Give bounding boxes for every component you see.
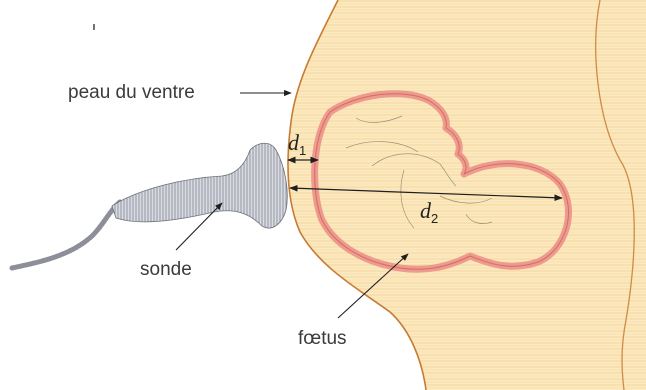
probe-body <box>112 143 287 228</box>
probe-cable <box>12 202 120 268</box>
fetus-label: fœtus <box>298 328 347 349</box>
d2-index: 2 <box>431 211 438 226</box>
d1-index: 1 <box>299 143 306 158</box>
skin-label: peau du ventre <box>68 82 195 103</box>
probe-label: sonde <box>140 259 192 280</box>
